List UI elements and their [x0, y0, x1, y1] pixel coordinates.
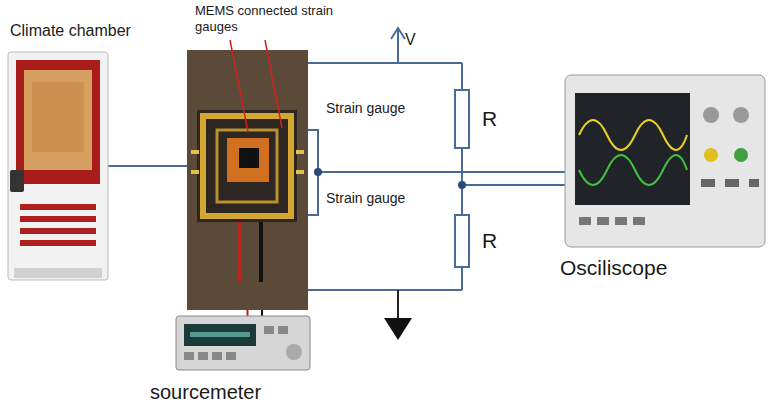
drawing-part — [579, 217, 591, 225]
drawing-part — [10, 170, 24, 192]
drawing-part — [615, 217, 627, 225]
resistor-symbol — [455, 215, 469, 267]
drawing-part — [733, 107, 749, 123]
resistor-symbol — [455, 90, 469, 148]
drawing-part — [296, 150, 304, 154]
gauge-label: Strain gauge — [326, 190, 405, 207]
connection-wire — [108, 165, 187, 167]
scope-probe-wire — [462, 184, 565, 186]
drawing-part — [212, 352, 222, 360]
supply-arrow-head — [391, 28, 405, 39]
supply-arrow-line — [397, 30, 399, 63]
drawing-part — [20, 216, 96, 222]
drawing-part — [20, 204, 96, 210]
gauge-label: Strain gauge — [326, 100, 405, 117]
drawing-part — [286, 344, 302, 360]
mems-board: MEMS connected strain gauges — [187, 50, 308, 310]
resistor-label: R — [482, 106, 497, 131]
drawing-part — [230, 40, 282, 132]
drawing-part — [24, 70, 92, 170]
drawing-part — [198, 352, 208, 360]
drawing-part — [184, 352, 194, 360]
junction-dot — [314, 168, 322, 176]
device-label: MEMS connected strain gauges — [195, 3, 335, 34]
device-label: sourcemeter — [150, 380, 310, 404]
drawing-part — [227, 138, 269, 182]
drawing-part — [184, 324, 256, 346]
drawing-part — [20, 228, 96, 234]
drawing-part — [633, 217, 645, 225]
drawing-part — [20, 240, 96, 246]
drawing-part — [575, 93, 690, 205]
drawing-part — [187, 50, 308, 310]
drawing-part — [734, 148, 748, 162]
drawing-part — [191, 150, 199, 154]
ground-wire — [308, 289, 462, 291]
sourcemeter-picture — [176, 316, 310, 370]
scope-probe-wire — [318, 171, 565, 173]
drawing-part — [217, 130, 277, 202]
drawing-part — [190, 332, 250, 337]
drawing-part — [32, 82, 84, 152]
drawing-part — [703, 107, 719, 123]
drawing-part — [259, 222, 263, 282]
drawing-part — [565, 75, 765, 247]
drawing-part — [203, 116, 291, 216]
mems-board-picture — [187, 50, 308, 310]
voltage-label: V — [405, 30, 416, 49]
oscilloscope-picture — [565, 75, 765, 247]
drawing-part — [749, 179, 759, 187]
drawing-part — [176, 316, 310, 370]
connection-wire — [247, 310, 249, 316]
drawing-part — [278, 326, 288, 334]
resistor-label: R — [482, 228, 497, 253]
drawing-part — [237, 222, 241, 282]
drawing-part — [704, 148, 718, 162]
drawing-part — [725, 179, 739, 187]
drawing-part — [296, 170, 304, 174]
oscilloscope: Osciliscope — [565, 75, 765, 247]
device-label: Climate chamber — [10, 21, 170, 40]
drawing-part — [597, 217, 609, 225]
ground-symbol — [384, 318, 412, 340]
drawing-part — [579, 120, 687, 150]
drawing-part — [239, 148, 259, 168]
drawing-part — [264, 326, 274, 334]
drawing-part — [14, 268, 102, 278]
drawing-part — [226, 352, 236, 360]
supply-wire — [308, 62, 462, 64]
drawing-part — [8, 52, 108, 280]
drawing-part — [579, 155, 687, 185]
drawing-part — [16, 60, 100, 184]
device-label: Osciliscope — [560, 255, 760, 280]
ground-line — [397, 290, 399, 318]
drawing-part — [191, 170, 199, 174]
drawing-part — [701, 179, 715, 187]
circuit-wire — [308, 28, 565, 318]
sourcemeter: sourcemeter — [176, 316, 310, 370]
climate-chamber-picture — [8, 52, 108, 280]
junction-dot — [458, 181, 466, 189]
climate-chamber: Climate chamber — [8, 52, 108, 280]
